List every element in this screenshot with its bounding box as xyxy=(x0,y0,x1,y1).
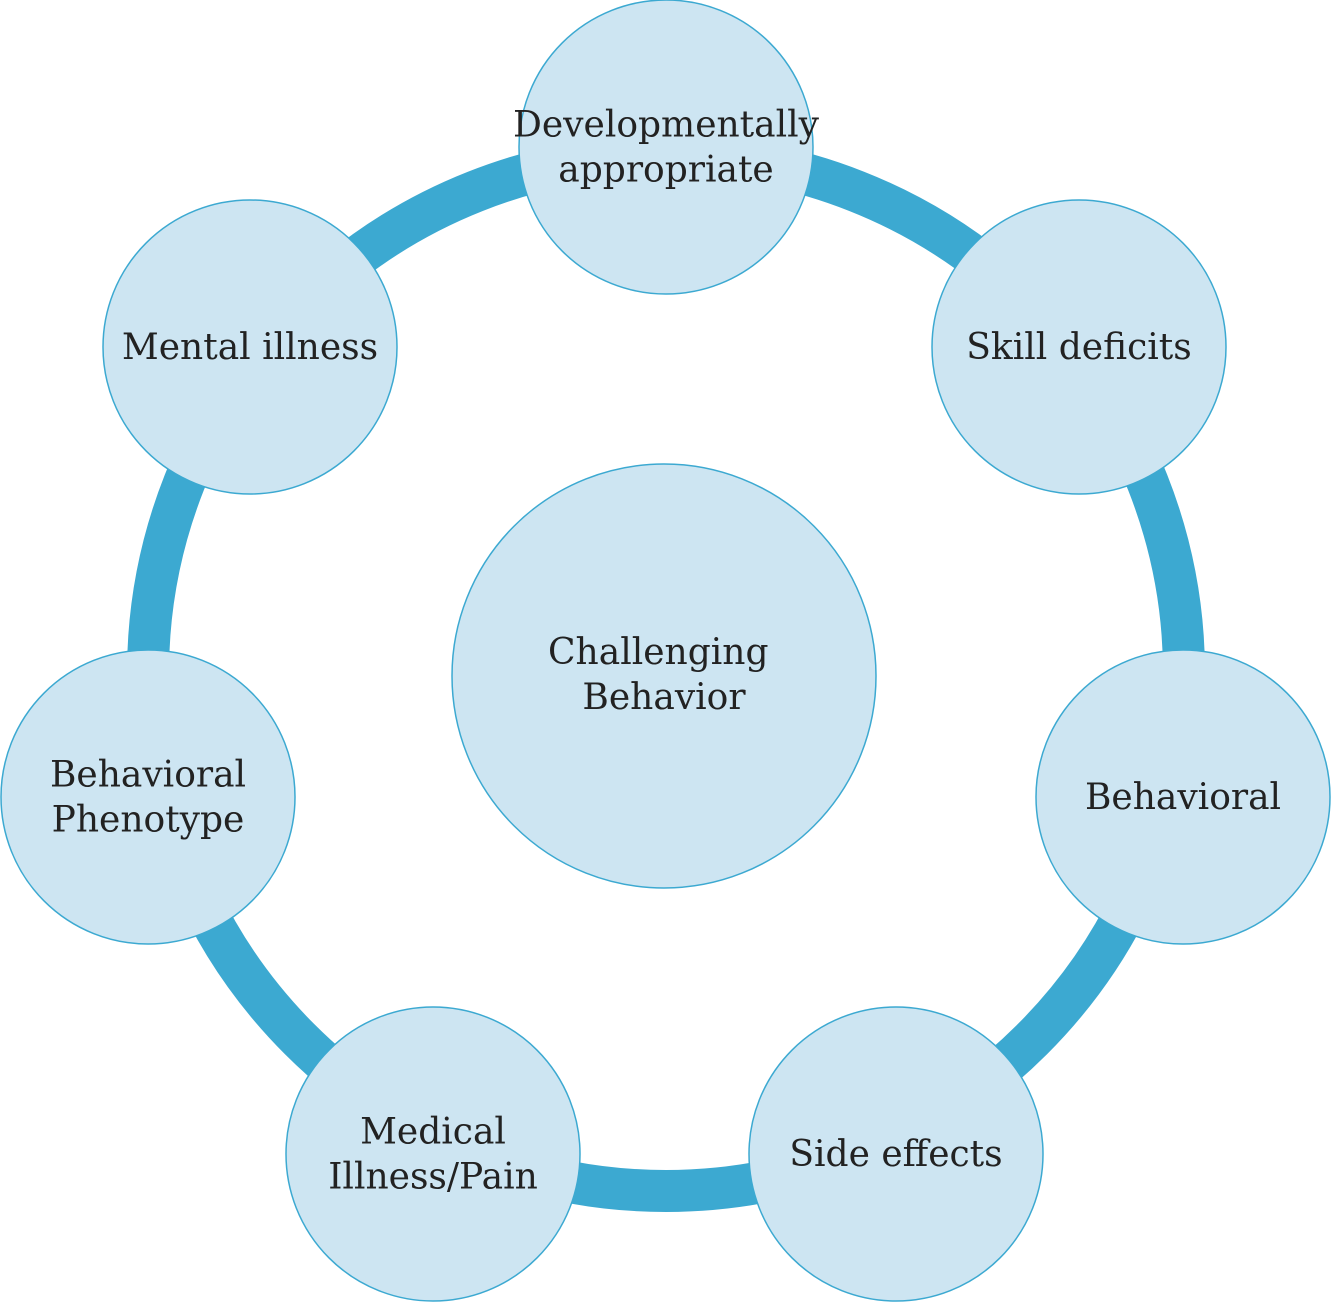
node-circle-developmentally-appropriate xyxy=(518,0,814,295)
node-label-mental-illness: Mental illness xyxy=(122,327,378,368)
center-node-label: Challenging Behavior xyxy=(548,632,780,718)
node-label-skill-deficits: Skill deficits xyxy=(966,327,1191,368)
node-label-line: Behavioral xyxy=(1085,777,1281,818)
node-circle-behavioral xyxy=(1035,649,1331,945)
node-behavioral: Behavioral xyxy=(1035,649,1331,945)
node-label-line: Skill deficits xyxy=(966,327,1191,368)
center-node-label-line: Behavior xyxy=(582,677,746,718)
center-node-label-line: Challenging xyxy=(548,632,769,673)
node-circle-skill-deficits xyxy=(931,199,1227,495)
node-circle-medical-illness-pain xyxy=(285,1006,581,1302)
node-circle-mental-illness xyxy=(102,199,398,495)
node-label-line: Mental illness xyxy=(122,327,378,368)
node-label-line: Medical xyxy=(360,1112,506,1153)
node-label-line: Phenotype xyxy=(52,800,245,841)
node-circle-behavioral-phenotype xyxy=(0,649,296,945)
node-label-line: Side effects xyxy=(789,1134,1002,1175)
node-skill-deficits: Skill deficits xyxy=(931,199,1227,495)
node-label-line: Developmentally xyxy=(513,105,820,146)
center-node: Challenging Behavior xyxy=(451,463,877,889)
node-label-side-effects: Side effects xyxy=(789,1134,1002,1175)
node-circle-side-effects xyxy=(748,1006,1044,1302)
node-label-line: Illness/Pain xyxy=(328,1157,538,1198)
center-node-circle xyxy=(451,463,877,889)
node-label-line: appropriate xyxy=(558,150,773,191)
node-mental-illness: Mental illness xyxy=(102,199,398,495)
node-label-line: Behavioral xyxy=(50,755,246,796)
node-label-behavioral: Behavioral xyxy=(1085,777,1281,818)
node-side-effects: Side effects xyxy=(748,1006,1044,1302)
